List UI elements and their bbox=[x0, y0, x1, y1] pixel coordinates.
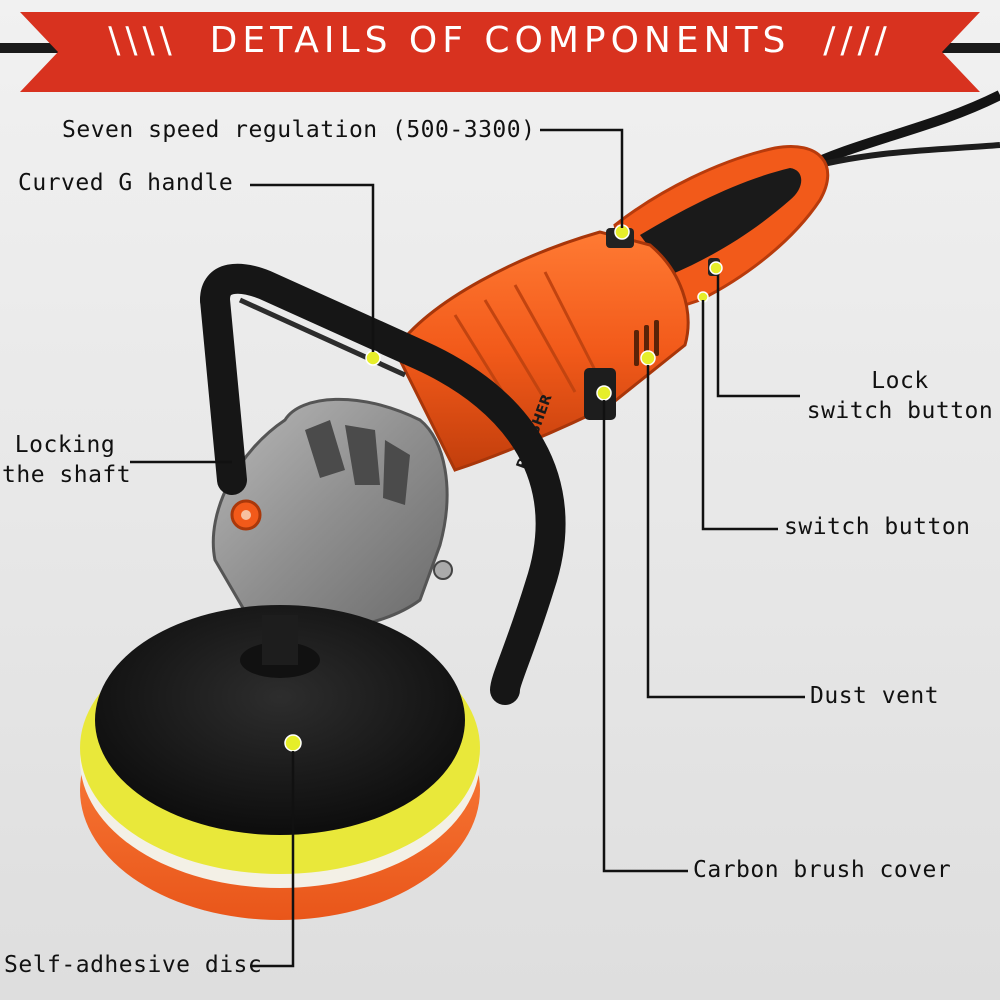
backing-plate bbox=[95, 605, 465, 835]
banner-ribbon-shape bbox=[20, 12, 980, 92]
marker-switch bbox=[697, 291, 709, 303]
marker-handle bbox=[365, 350, 381, 366]
callout-curved-g-handle: Curved G handle bbox=[18, 170, 234, 196]
banner-title: \\\\ DETAILS OF COMPONENTS //// bbox=[108, 20, 892, 61]
marker-dust bbox=[640, 350, 656, 366]
marker-carbon bbox=[596, 385, 612, 401]
callout-dust-vent: Dust vent bbox=[810, 683, 940, 709]
marker-disc bbox=[284, 734, 302, 752]
callout-switch-button: switch button bbox=[784, 514, 971, 540]
title-banner: \\\\ DETAILS OF COMPONENTS //// bbox=[0, 0, 1000, 100]
g-handle bbox=[200, 263, 566, 705]
callout-locking-shaft-line2: the shaft bbox=[2, 462, 132, 488]
power-cord bbox=[797, 90, 1000, 175]
callout-lock-switch-line2: switch button bbox=[806, 398, 994, 424]
callout-carbon-brush-cover: Carbon brush cover bbox=[693, 857, 952, 883]
callout-lock-switch: Lock switch button bbox=[800, 366, 1000, 426]
callout-locking-shaft-line1: Locking bbox=[14, 432, 116, 458]
callout-locking-shaft: Locking the shaft bbox=[2, 430, 132, 490]
callout-speed-regulation: Seven speed regulation (500-3300) bbox=[62, 117, 536, 143]
callout-self-adhesive-disc: Self-adhesive disc bbox=[4, 952, 263, 978]
banner-ribbon bbox=[0, 12, 1000, 92]
marker-lock-switch bbox=[709, 261, 723, 275]
marker-speed bbox=[614, 224, 630, 240]
callout-lock-switch-line1: Lock bbox=[871, 368, 929, 394]
